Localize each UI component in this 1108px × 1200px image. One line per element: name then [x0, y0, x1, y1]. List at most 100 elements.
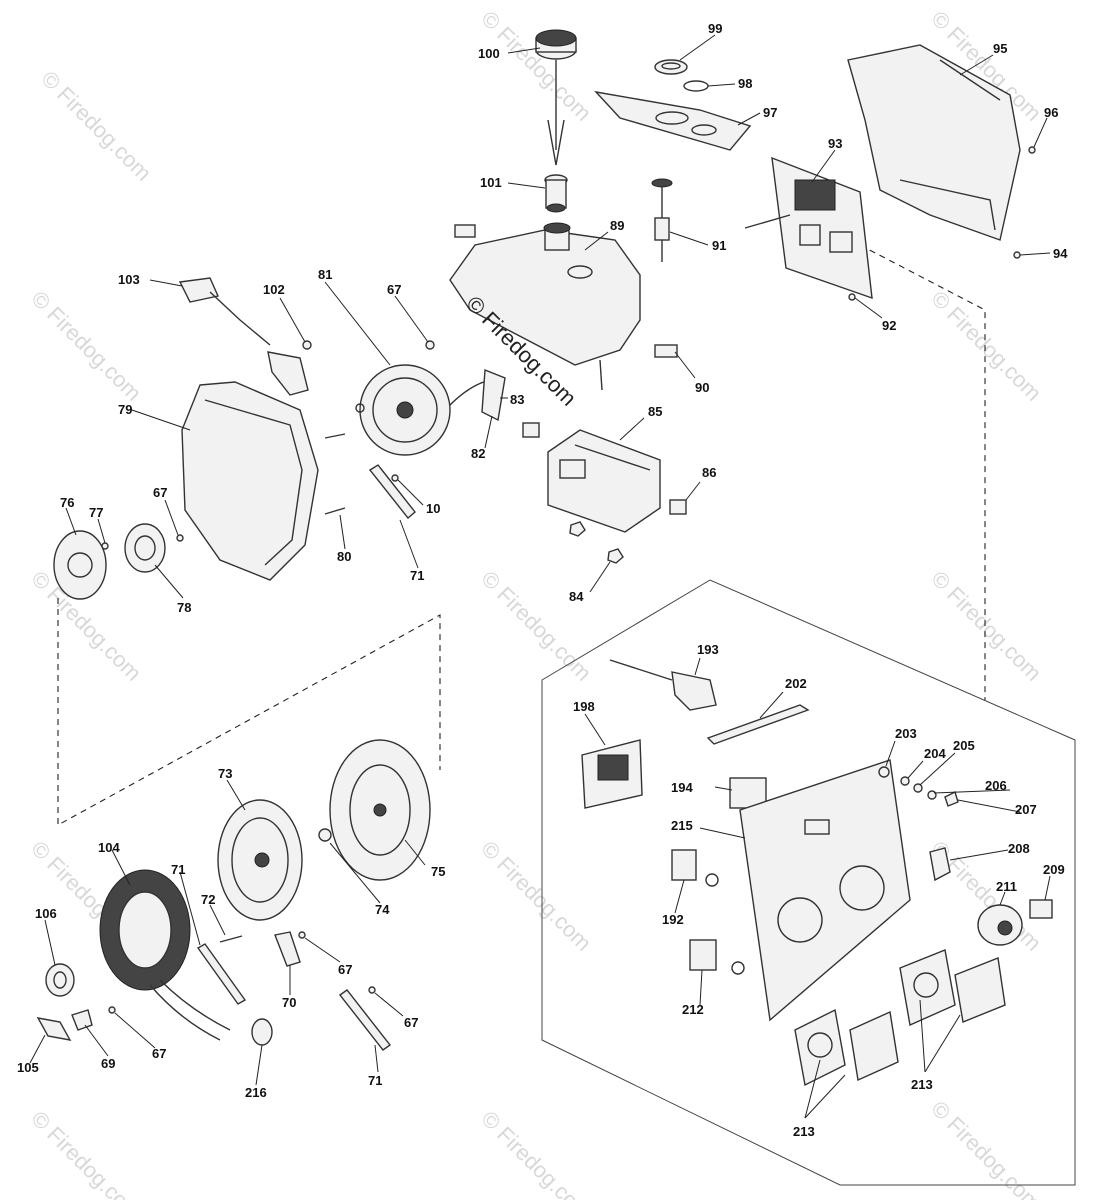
screw-94 [1013, 251, 1021, 259]
watermark-text: © Firedog.com [476, 6, 596, 126]
screw-67 [425, 340, 435, 350]
bracket-71 [338, 989, 392, 1051]
recoil-starter-81 [355, 364, 491, 456]
outlet-211 [977, 904, 1023, 946]
callout-106: 106 [35, 906, 57, 921]
fuel-cap-100 [535, 29, 577, 166]
control-panel-inset-box [541, 579, 1076, 1186]
strainer-101 [544, 174, 568, 213]
callout-202: 202 [785, 676, 807, 691]
callout-80: 80 [337, 549, 351, 564]
callout-194: 194 [671, 780, 693, 795]
callout-79: 79 [118, 402, 132, 417]
callout-82: 82 [471, 446, 485, 461]
gasket-99 [654, 59, 688, 75]
screw-67 [176, 534, 184, 542]
watermark-text: © Firedog.com [926, 1096, 1046, 1200]
callout-67-right: 67 [404, 1015, 418, 1030]
grommet-106 [45, 963, 75, 997]
callout-72: 72 [201, 892, 215, 907]
screw-92 [848, 293, 856, 301]
callout-101: 101 [480, 175, 502, 190]
screw-67 [298, 931, 306, 939]
callout-93: 93 [828, 136, 842, 151]
control-board-93 [744, 156, 873, 300]
bolt-80 [324, 507, 346, 515]
screw-102 [302, 340, 312, 350]
assembly-dash-line [859, 244, 986, 700]
callout-100: 100 [478, 46, 500, 61]
callout-193: 193 [697, 642, 719, 657]
callout-105: 105 [17, 1060, 39, 1075]
callout-67-left: 67 [153, 485, 167, 500]
callout-95: 95 [993, 41, 1007, 56]
callout-99: 99 [708, 21, 722, 36]
watermark-text: © Firedog.com [36, 66, 156, 186]
bolt [324, 433, 346, 439]
callout-205: 205 [953, 738, 975, 753]
callout-98: 98 [738, 76, 752, 91]
callout-67-bottom: 67 [152, 1046, 166, 1061]
callout-73: 73 [218, 766, 232, 781]
callout-84: 84 [569, 589, 584, 604]
nut [569, 521, 586, 537]
callout-213-left: 213 [793, 1124, 815, 1139]
washer-204 [900, 776, 910, 786]
callout-77: 77 [89, 505, 103, 520]
callout-198: 198 [573, 699, 595, 714]
callout-71-bottom: 71 [368, 1073, 382, 1088]
receptacle-213 [794, 1008, 899, 1087]
callout-209: 209 [1043, 862, 1065, 877]
callout-75: 75 [431, 864, 445, 879]
nut-203 [878, 766, 890, 778]
flywheel-75 [329, 739, 431, 881]
callout-215: 215 [671, 818, 693, 833]
clip-70 [274, 931, 301, 967]
callout-86: 86 [702, 465, 716, 480]
callout-203: 203 [895, 726, 917, 741]
callout-89: 89 [610, 218, 624, 233]
callout-208: 208 [1008, 841, 1030, 856]
callout-103: 103 [118, 272, 140, 287]
callout-71-mid: 71 [171, 862, 185, 877]
watermark-text: © Firedog.com [26, 1106, 146, 1200]
rotor-plate-76 [53, 530, 107, 600]
breaker-192 [671, 849, 719, 887]
callout-10: 10 [426, 501, 440, 516]
callout-90: 90 [695, 380, 709, 395]
callout-74: 74 [375, 902, 390, 917]
callout-104: 104 [98, 840, 120, 855]
inverter-module-85 [547, 429, 661, 533]
callout-212: 212 [682, 1002, 704, 1017]
bracket-202 [706, 704, 810, 745]
fuel-tank-89 [449, 222, 641, 391]
bracket-71 [196, 943, 247, 1005]
stator-104 [99, 869, 231, 1041]
callout-69: 69 [101, 1056, 115, 1071]
callout-67-mid: 67 [338, 962, 352, 977]
callout-85: 85 [648, 404, 662, 419]
washer-74 [318, 828, 332, 842]
callout-211: 211 [996, 879, 1017, 894]
tank-cover-97 [594, 90, 752, 151]
bracket-71 [368, 464, 416, 520]
fuel-gauge-91 [651, 178, 673, 262]
assembly-dash-line [57, 598, 441, 826]
callout-78: 78 [177, 600, 191, 615]
callout-70: 70 [282, 995, 296, 1010]
bolt-72 [219, 935, 243, 943]
switch-209 [1029, 899, 1053, 919]
rubber-pad [454, 224, 476, 238]
callout-91: 91 [712, 238, 726, 253]
rotor-73 [217, 799, 303, 921]
rubber-mount [522, 422, 540, 438]
callout-labels: 100 99 98 97 95 96 101 89 91 93 94 92 10… [17, 21, 1068, 1139]
control-panel-215 [739, 759, 911, 1022]
fan-housing-79 [181, 381, 319, 581]
screw-67 [368, 986, 376, 994]
callout-192: 192 [662, 912, 684, 927]
watermark-text: © Firedog.com [476, 836, 596, 956]
breaker-212 [689, 939, 745, 975]
grommet-216 [251, 1018, 273, 1046]
